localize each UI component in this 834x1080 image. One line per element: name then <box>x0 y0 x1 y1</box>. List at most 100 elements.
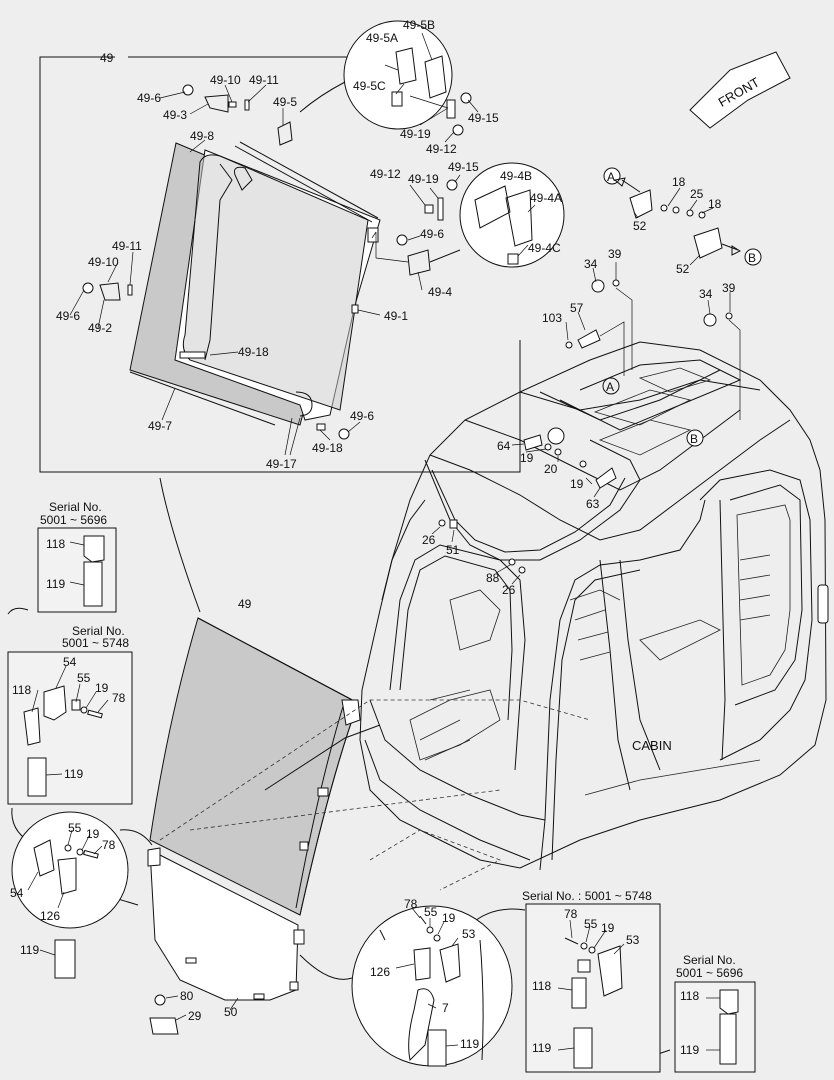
marker-a-cabin: A <box>606 380 614 394</box>
label-118b: 118 <box>12 683 31 697</box>
marker-b: B <box>748 251 756 265</box>
label-19f: 19 <box>601 921 615 935</box>
label-49-6d: 49-6 <box>350 409 374 423</box>
label-26a: 26 <box>422 533 436 547</box>
label-49-1: 49-1 <box>384 309 408 323</box>
label-119e: 119 <box>532 1041 551 1055</box>
label-55c: 55 <box>424 905 438 919</box>
label-119c: 119 <box>20 943 39 957</box>
label-49-5a: 49-5A <box>366 31 398 45</box>
label-49-8: 49-8 <box>190 129 214 143</box>
label-78d: 78 <box>564 907 578 921</box>
label-49-mid: 49 <box>238 597 252 611</box>
label-49-18a: 49-18 <box>238 345 269 359</box>
label-49-5b: 49-5B <box>403 18 435 32</box>
label-49-12a: 49-12 <box>426 142 457 156</box>
label-19e: 19 <box>442 911 456 925</box>
label-19c: 19 <box>95 681 109 695</box>
label-49-6c: 49-6 <box>56 309 80 323</box>
label-49-4: 49-4 <box>428 285 452 299</box>
label-49-19b: 49-19 <box>408 172 439 186</box>
label-49-12b: 49-12 <box>370 167 401 181</box>
label-126b: 126 <box>370 965 390 979</box>
marker-b-circle <box>744 248 762 266</box>
label-126a: 126 <box>40 909 60 923</box>
label-20: 20 <box>544 462 558 476</box>
label-54b: 54 <box>10 886 24 900</box>
label-52b: 52 <box>676 262 690 276</box>
label-49-4a: 49-4A <box>530 191 562 205</box>
label-49-6b: 49-6 <box>420 227 444 241</box>
label-49-2: 49-2 <box>88 321 112 335</box>
label-118c: 118 <box>532 979 551 993</box>
label-49-15a: 49-15 <box>468 111 499 125</box>
label-49-15b: 49-15 <box>448 160 479 174</box>
label-19d: 19 <box>86 827 100 841</box>
label-49-11b: 49-11 <box>112 239 142 253</box>
label-55d: 55 <box>584 917 598 931</box>
label-88: 88 <box>486 571 500 585</box>
label-49-7: 49-7 <box>148 419 172 433</box>
serial-right-2-range: 5001 ~ 5696 <box>676 966 743 980</box>
label-49-6a: 49-6 <box>137 91 161 105</box>
label-19b: 19 <box>570 477 584 491</box>
label-49-19a: 49-19 <box>400 127 431 141</box>
label-49-5: 49-5 <box>273 95 297 109</box>
label-103: 103 <box>542 311 562 325</box>
label-49-18b: 49-18 <box>312 441 343 455</box>
serial-right-1: Serial No. : 5001 ~ 5748 <box>522 889 652 903</box>
serial-left-1-title: Serial No. <box>49 500 102 514</box>
label-49-10a: 49-10 <box>210 73 241 87</box>
label-34b: 34 <box>699 287 713 301</box>
label-25: 25 <box>690 187 704 201</box>
serial-left-1-range: 5001 ~ 5696 <box>40 513 107 527</box>
front-arrow: FRONT <box>689 51 791 129</box>
label-49-top: 49 <box>100 51 114 65</box>
label-50: 50 <box>224 1005 238 1019</box>
detail-circle-49-5 <box>343 20 453 130</box>
label-118d: 118 <box>680 989 699 1003</box>
label-49-3: 49-3 <box>163 108 187 122</box>
label-29: 29 <box>188 1009 202 1023</box>
serial-box-right-2 <box>674 981 756 1073</box>
marker-b-cabin: B <box>690 432 698 446</box>
label-49-10b: 49-10 <box>88 255 119 269</box>
label-53a: 53 <box>462 927 476 941</box>
label-49-11a: 49-11 <box>249 73 279 87</box>
label-39a: 39 <box>608 247 622 261</box>
label-80: 80 <box>180 989 194 1003</box>
label-49-4b: 49-4B <box>500 169 532 183</box>
label-78c: 78 <box>404 897 418 911</box>
label-19a: 19 <box>520 451 534 465</box>
cabin-body <box>359 341 829 871</box>
label-51: 51 <box>446 543 460 557</box>
serial-right-2-title: Serial No. <box>683 953 736 967</box>
label-119d: 119 <box>460 1037 479 1051</box>
label-39b: 39 <box>722 281 736 295</box>
label-18b: 18 <box>708 197 722 211</box>
label-55a: 55 <box>77 671 91 685</box>
cabin-label: CABIN <box>632 738 672 753</box>
label-18a: 18 <box>672 175 686 189</box>
label-119b: 119 <box>64 767 83 781</box>
label-26b: 26 <box>502 583 516 597</box>
label-54a: 54 <box>63 655 77 669</box>
label-63: 63 <box>586 497 600 511</box>
label-118a: 118 <box>46 537 65 551</box>
serial-left-2-title: Serial No. <box>72 624 125 638</box>
marker-a: A <box>607 170 615 184</box>
detail-circle-49-4 <box>459 162 565 268</box>
label-57: 57 <box>570 301 584 315</box>
label-78a: 78 <box>112 691 126 705</box>
label-78b: 78 <box>102 838 116 852</box>
label-49-5c: 49-5C <box>353 79 386 93</box>
label-49-4c: 49-4C <box>528 241 561 255</box>
label-7: 7 <box>442 1001 449 1015</box>
label-64: 64 <box>497 439 511 453</box>
label-119a: 119 <box>46 577 65 591</box>
label-34a: 34 <box>584 257 598 271</box>
label-53b: 53 <box>626 933 640 947</box>
label-52a: 52 <box>633 219 647 233</box>
label-119f: 119 <box>680 1043 699 1057</box>
